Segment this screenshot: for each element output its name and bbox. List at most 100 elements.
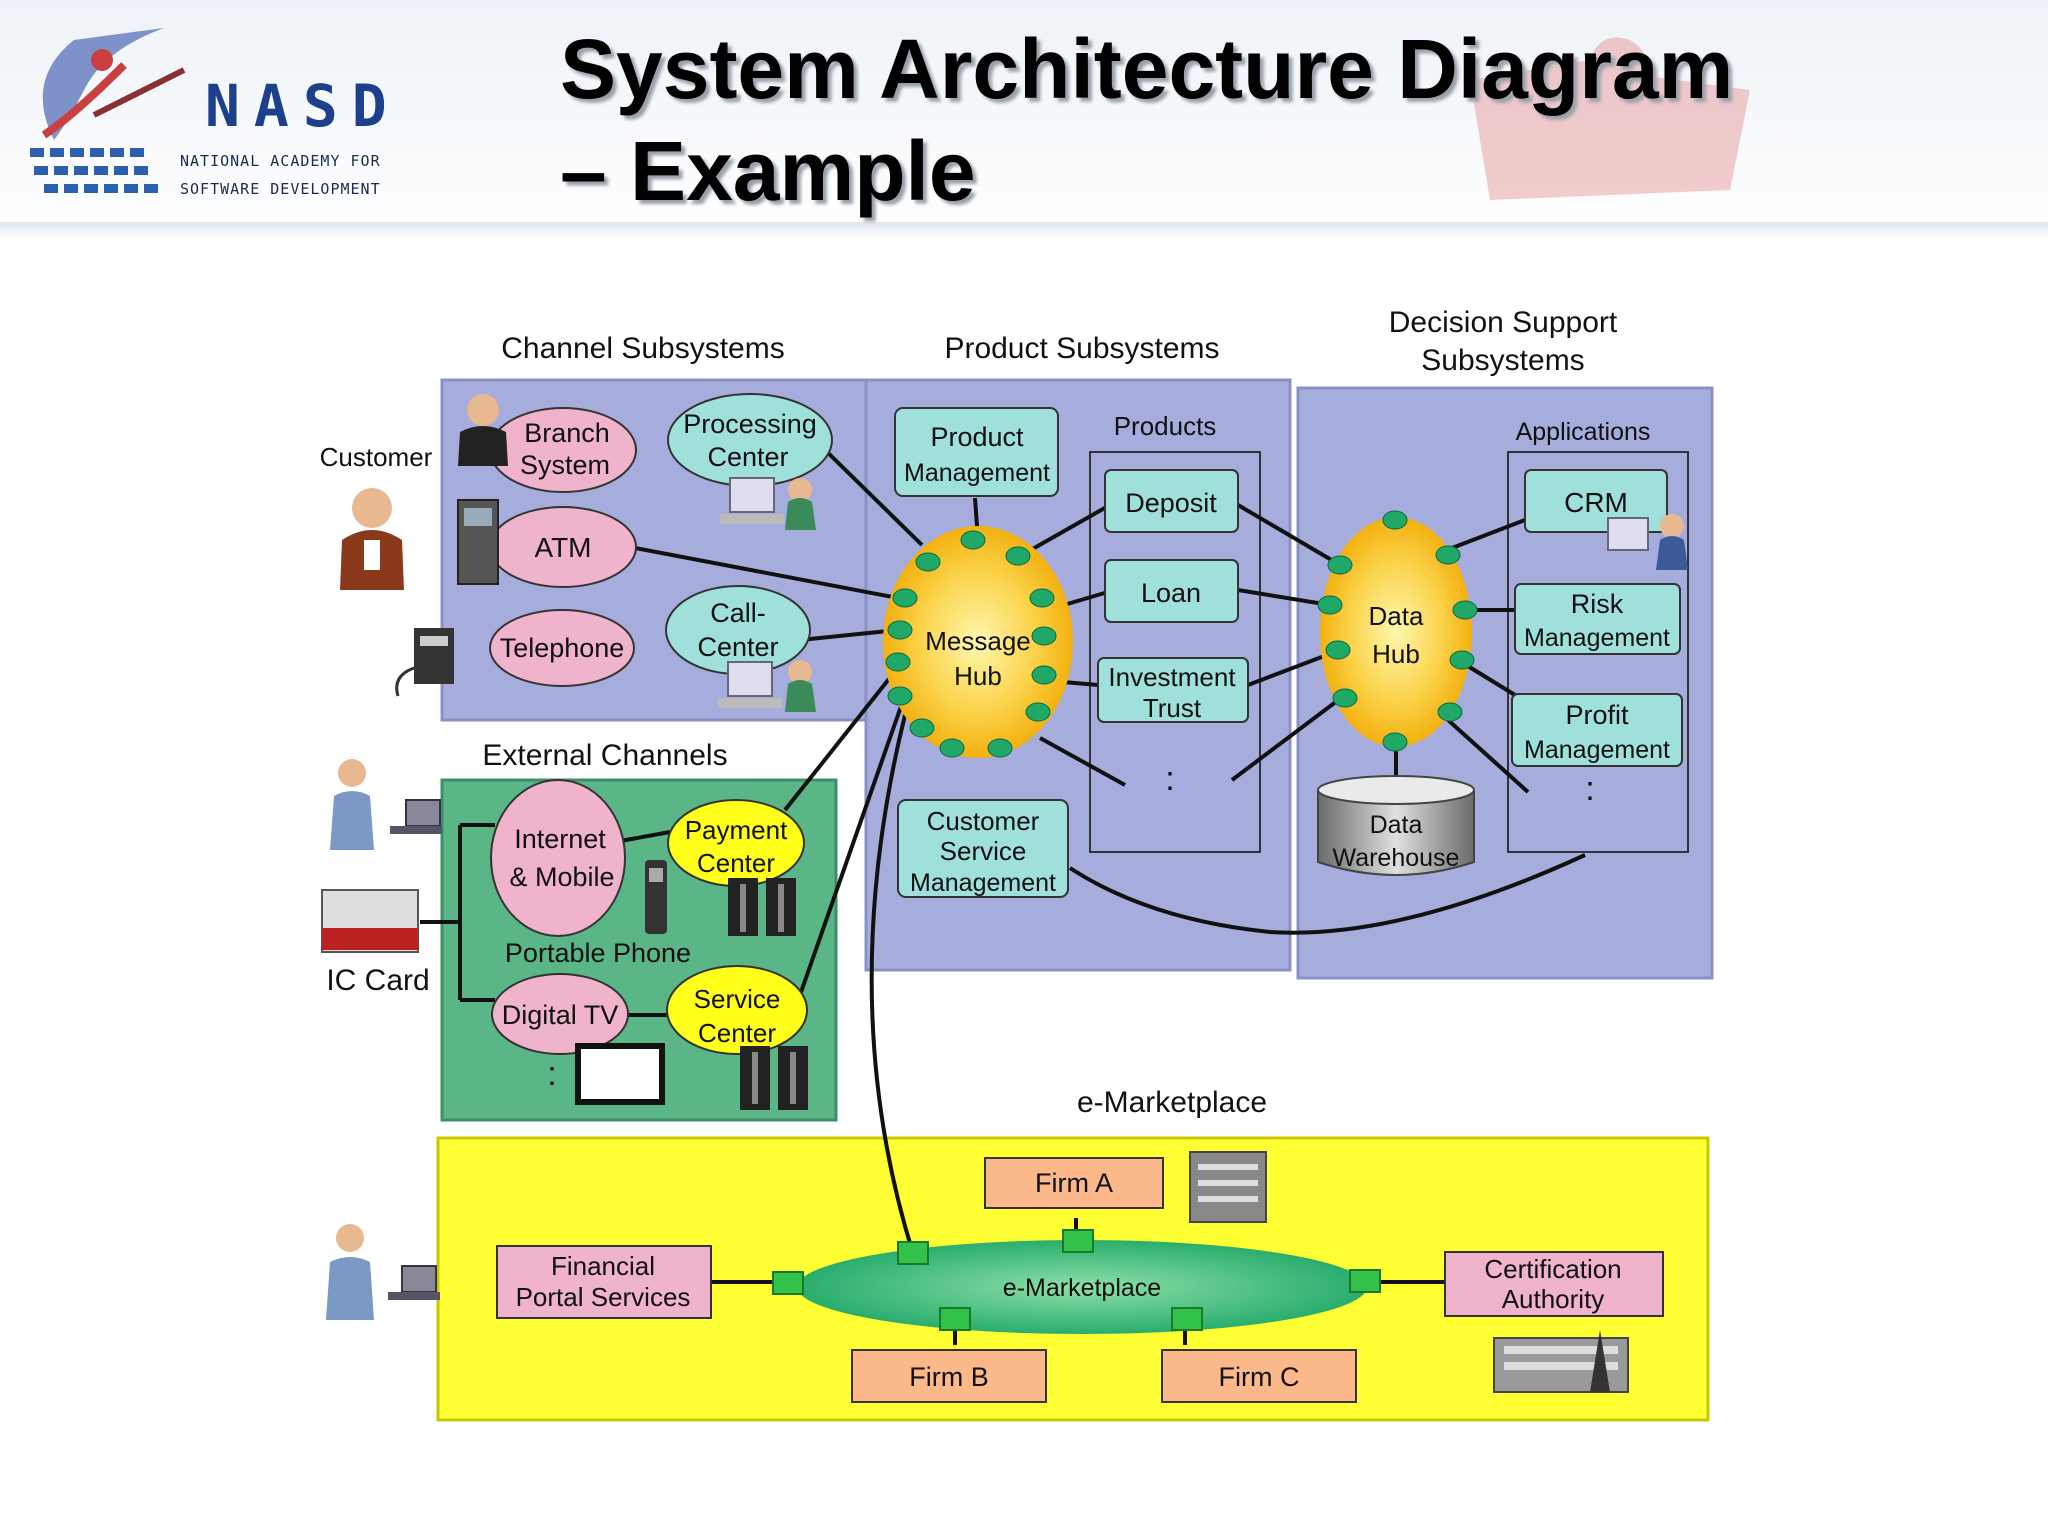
firm-b-box	[851, 1349, 1047, 1403]
deposit-label: Deposit	[1125, 488, 1217, 518]
crm-operator-icon	[1607, 514, 1688, 570]
call-center-label-2: Center	[697, 632, 778, 662]
investment-trust-label-2: Trust	[1143, 693, 1202, 723]
applications-header: Applications	[1516, 418, 1651, 446]
call-center-label-1: Call-	[710, 598, 766, 628]
ic-card-icon	[321, 889, 419, 953]
risk-management-box	[1514, 583, 1681, 655]
applications-column-frame	[1507, 451, 1689, 853]
message-hub-ports	[885, 530, 1057, 758]
branch-system-label-2: System	[520, 450, 610, 480]
csm-label-2: Service	[940, 836, 1027, 866]
nasd-logo-icon	[30, 28, 186, 193]
title-line-1: System Architecture Diagram	[560, 22, 1734, 116]
teller-person-icon	[458, 394, 508, 466]
product-management-box	[894, 407, 1059, 497]
firm-c-box	[1161, 1349, 1357, 1403]
internet-mobile-label-1: Internet	[514, 824, 606, 854]
products-column-frame	[1089, 451, 1261, 853]
external-channels-header: External Channels	[482, 739, 727, 772]
payment-center-label-2: Center	[697, 848, 775, 878]
data-hub-label-1: Data	[1369, 601, 1424, 631]
data-warehouse	[1317, 790, 1475, 876]
ic-card-label: IC Card	[326, 964, 429, 997]
financial-portal-label-2: Portal Services	[516, 1282, 691, 1312]
data-warehouse-label-2: Warehouse	[1333, 844, 1460, 872]
logo-subtitle-2: SOFTWARE DEVELOPMENT	[180, 180, 381, 198]
telephone-label: Telephone	[500, 633, 625, 663]
telephone-icon	[395, 628, 454, 697]
digital-tv-node	[491, 973, 629, 1055]
puzzle-decoration-icon	[1470, 37, 1750, 200]
data-hub-label-2: Hub	[1372, 639, 1420, 669]
internet-mobile-node	[490, 779, 626, 937]
financial-portal-services-box	[496, 1245, 712, 1319]
decision-support-header-1: Decision Support	[1389, 306, 1618, 339]
data-warehouse-label-1: Data	[1370, 811, 1423, 839]
operator-computer-icon-2	[718, 660, 816, 712]
internet-mobile-label-2: & Mobile	[509, 862, 614, 892]
csm-label-3: Management	[910, 869, 1056, 897]
connection-lines	[420, 443, 1586, 1345]
deposit-box	[1104, 469, 1239, 533]
header-band	[0, 222, 2048, 238]
television-icon	[575, 1043, 665, 1105]
financial-portal-label-1: Financial	[551, 1251, 655, 1281]
operator-computer-icon	[720, 477, 816, 530]
crm-label: CRM	[1564, 487, 1628, 518]
title-line-2: – Example	[560, 124, 976, 218]
portal-user-icon	[326, 1224, 440, 1320]
atm-label: ATM	[534, 532, 591, 563]
branch-system-label-1: Branch	[524, 418, 610, 448]
message-hub	[883, 526, 1073, 758]
investment-trust-label-1: Investment	[1108, 662, 1236, 692]
loan-box	[1104, 559, 1239, 623]
loan-label: Loan	[1141, 578, 1201, 608]
portable-phone-icon	[645, 860, 667, 934]
slide-header	[0, 0, 2048, 238]
profit-management-label-1: Profit	[1565, 700, 1629, 730]
certification-authority-label-2: Authority	[1502, 1284, 1605, 1314]
laptop-user-icon	[330, 759, 442, 850]
message-hub-label-1: Message	[925, 626, 1031, 656]
data-hub	[1320, 517, 1472, 747]
data-hub-ports	[1317, 510, 1478, 752]
service-center-node	[666, 965, 808, 1055]
firm-a-box	[984, 1157, 1164, 1209]
processing-center-label-2: Center	[707, 442, 788, 472]
customer-service-management-box	[897, 799, 1069, 898]
page-title: System Architecture Diagram – Example	[560, 18, 2020, 222]
emarketplace-header: e-Marketplace	[1077, 1086, 1267, 1119]
products-ellipsis: :	[1165, 760, 1174, 798]
firm-c-label: Firm C	[1219, 1362, 1300, 1392]
csm-label-1: Customer	[927, 806, 1040, 836]
certification-authority-label-1: Certification	[1484, 1254, 1621, 1284]
logo-subtitle-1: NATIONAL ACADEMY FOR	[180, 152, 381, 170]
message-hub-label-2: Hub	[954, 661, 1002, 691]
service-center-label-1: Service	[694, 984, 781, 1014]
emarketplace-ports	[772, 1229, 1381, 1331]
firm-b-label: Firm B	[909, 1362, 988, 1392]
telephone-node	[489, 609, 635, 687]
certification-authority-box	[1444, 1251, 1664, 1317]
portable-phone-label: Portable Phone	[505, 938, 691, 968]
processing-center-node	[667, 393, 833, 487]
products-header: Products	[1114, 411, 1217, 441]
profit-management-label-2: Management	[1524, 736, 1670, 764]
government-building-icon	[1493, 1330, 1629, 1393]
logo-name: NASD	[205, 72, 401, 140]
product-subsystems-header: Product Subsystems	[944, 332, 1219, 365]
firm-a-label: Firm A	[1035, 1168, 1113, 1198]
channel-subsystems-header: Channel Subsystems	[501, 332, 784, 365]
service-center-label-2: Center	[698, 1018, 776, 1048]
profit-management-box	[1511, 693, 1683, 767]
server-rack-icon	[728, 878, 796, 936]
customer-person-icon	[340, 488, 404, 590]
emarketplace-hub-label: e-Marketplace	[1003, 1274, 1161, 1302]
investment-trust-box	[1097, 657, 1249, 723]
crm-box	[1524, 469, 1668, 533]
office-building-icon	[1189, 1151, 1267, 1223]
processing-center-label-1: Processing	[683, 409, 817, 439]
external-ellipsis: :	[547, 1055, 556, 1093]
